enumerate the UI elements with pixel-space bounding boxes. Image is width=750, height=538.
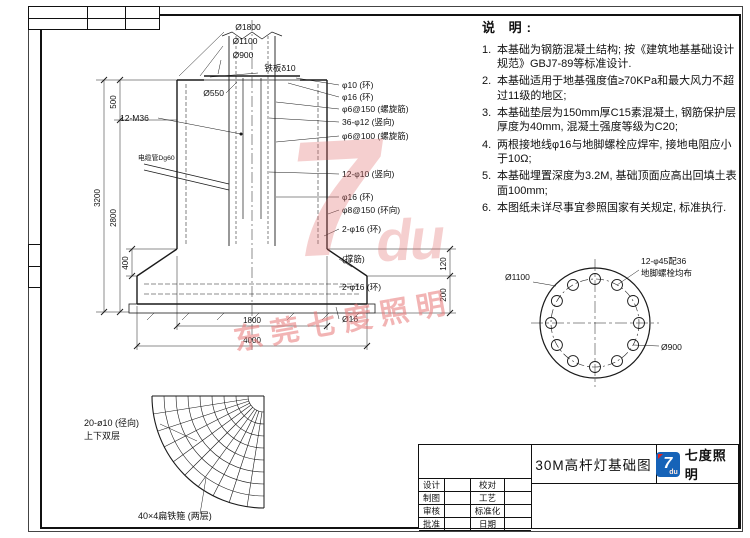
note-number: 6. xyxy=(482,201,492,214)
sig-label-date: 日期 xyxy=(471,518,505,531)
sig-label-draft: 制图 xyxy=(419,492,445,505)
dim-4000: 4000 xyxy=(243,336,261,345)
sig-label-review: 审核 xyxy=(419,505,445,518)
callout-plate: 铁板δ10 xyxy=(264,63,295,73)
note-text: 本基础垫层为150mm厚C15素混凝土, 钢筋保护层厚度为40mm, 混凝土强度… xyxy=(497,107,736,134)
signature-table: 设计 校对 制图 工艺 审核 标准化 批准 日期 xyxy=(419,478,531,531)
callout-anchor-bolts: 12-M36 xyxy=(120,113,149,123)
revision-table xyxy=(28,6,160,30)
dim-500: 500 xyxy=(109,95,118,109)
flange-bolt-note-line2: 地脚螺栓均布 xyxy=(641,268,692,278)
sig-value xyxy=(505,518,531,531)
sig-label-process: 工艺 xyxy=(471,492,505,505)
anchor-bolt-plan-drawing: 12-φ45配36 地脚螺栓均布 Ø1100 Ø900 xyxy=(505,256,692,387)
mesh-linework xyxy=(151,395,265,515)
note-text: 两根接地线φ16与地脚螺栓应焊牢, 接地电阻应小于10Ω; xyxy=(497,138,732,165)
sig-label-approve: 批准 xyxy=(419,518,445,531)
note-item: 6. 本图纸未详尽事宜参照国家有关规定, 标准执行. xyxy=(482,201,740,215)
sig-value xyxy=(505,479,531,492)
note-item: 5. 本基础埋置深度为3.2M, 基础顶面应高出回填土表面100mm; xyxy=(482,169,740,198)
callout-right-0: φ10 (环) xyxy=(342,80,374,90)
callout-right-9: (撑筋) xyxy=(342,254,365,264)
foundation-section-drawing: Ø1800 Ø1100 Ø900 铁板δ10 Ø550 12-M36 电缆管Dg… xyxy=(93,20,456,350)
company-name: 七度照明 xyxy=(684,448,727,482)
mesh-hoop-label: 40×4扁铁箍 (两层) xyxy=(138,510,212,521)
note-item: 4. 两根接地线φ16与地脚螺栓应焊牢, 接地电阻应小于10Ω; xyxy=(482,138,740,167)
note-number: 5. xyxy=(482,170,492,183)
drawing-title: 30M高杆灯基础图 xyxy=(535,458,652,473)
sig-value xyxy=(445,518,471,531)
title-block-divider xyxy=(531,445,532,528)
callout-right-5: 12-φ10 (竖向) xyxy=(342,169,394,179)
callout-d1100: Ø1100 xyxy=(233,36,258,46)
sig-label-standard: 标准化 xyxy=(471,505,505,518)
callout-right-4: φ6@100 (螺旋筋) xyxy=(342,131,409,141)
sig-value xyxy=(445,505,471,518)
mesh-radial-label: 20-ø10 (径向) xyxy=(84,417,139,428)
mesh-layers-label: 上下双层 xyxy=(84,431,120,441)
flange-d900: Ø900 xyxy=(661,342,682,352)
dim-1800: 1800 xyxy=(243,316,261,325)
radial-rebar-mesh-drawing: 20-ø10 (径向) 上下双层 40×4扁铁箍 (两层) xyxy=(84,395,265,521)
flange-bolt-note-line1: 12-φ45配36 xyxy=(641,256,686,266)
callout-right-3: 36-φ12 (竖向) xyxy=(342,117,394,127)
dim-3200: 3200 xyxy=(93,189,102,207)
callout-right-8: 2-φ16 (环) xyxy=(342,224,381,234)
callout-cable-duct: 电缆管Dg60 xyxy=(138,153,175,162)
note-item: 1. 本基础为钢筋混凝土结构; 按《建筑地基基础设计规范》GBJ7-89等标准设计… xyxy=(482,43,740,72)
logo-main: 7 xyxy=(663,455,673,472)
dim-400: 400 xyxy=(121,256,130,270)
sheet-inner-border xyxy=(40,14,741,529)
callout-right-6: φ16 (环) xyxy=(342,192,374,202)
sig-label-check: 校对 xyxy=(471,479,505,492)
notes-heading: 说 明: xyxy=(482,20,536,35)
logo-accent xyxy=(658,453,663,459)
dim-2800: 2800 xyxy=(109,209,118,227)
note-text: 本基础为钢筋混凝土结构; 按《建筑地基基础设计规范》GBJ7-89等标准设计. xyxy=(497,43,735,71)
section-linework xyxy=(128,20,376,350)
notes-panel: 说 明: 1. 本基础为钢筋混凝土结构; 按《建筑地基基础设计规范》GBJ7-89… xyxy=(482,20,740,218)
callout-d900: Ø900 xyxy=(233,50,254,60)
sig-value xyxy=(445,492,471,505)
callout-right-11: Ø16 xyxy=(342,314,358,324)
note-text: 本基础埋置深度为3.2M, 基础顶面应高出回填土表面100mm; xyxy=(497,170,737,197)
dimension-lines xyxy=(96,76,456,350)
sig-value xyxy=(505,492,531,505)
dim-200: 200 xyxy=(439,288,448,302)
callout-right-7: φ8@150 (环向) xyxy=(342,205,400,215)
flange-linework xyxy=(531,259,660,387)
note-number: 2. xyxy=(482,75,492,88)
note-item: 3. 本基础垫层为150mm厚C15素混凝土, 钢筋保护层厚度为40mm, 混凝土… xyxy=(482,106,740,135)
callout-right-2: φ6@150 (螺旋筋) xyxy=(342,104,409,114)
callout-d1800: Ø1800 xyxy=(235,22,261,32)
sig-value xyxy=(505,505,531,518)
callout-right-1: φ16 (环) xyxy=(342,92,374,102)
flange-d1100: Ø1100 xyxy=(505,272,530,282)
callout-d550: Ø550 xyxy=(203,88,224,98)
callout-right-10: 2-φ16 (环) xyxy=(342,282,381,292)
note-text: 本基础适用于地基强度值≥70KPa和最大风力不超过11级的地区; xyxy=(497,75,735,102)
logo-sub: du xyxy=(669,468,678,476)
sig-value xyxy=(445,479,471,492)
note-number: 4. xyxy=(482,138,492,151)
company-logo: 7 du xyxy=(656,451,680,477)
title-block: 30M高杆灯基础图 7 du 七度照明 设计 校对 制图 工艺 审核 标准化 批准 日期 xyxy=(418,444,739,531)
title-block-divider xyxy=(531,483,738,484)
note-item: 2. 本基础适用于地基强度值≥70KPa和最大风力不超过11级的地区; xyxy=(482,74,740,103)
dim-120: 120 xyxy=(439,257,448,271)
sig-label-design: 设计 xyxy=(419,479,445,492)
note-number: 3. xyxy=(482,107,492,120)
leader-lines xyxy=(157,31,360,320)
binding-edge-mark xyxy=(28,244,41,288)
note-number: 1. xyxy=(482,43,492,56)
company-block: 7 du 七度照明 xyxy=(656,445,738,483)
note-text: 本图纸未详尽事宜参照国家有关规定, 标准执行. xyxy=(497,201,727,214)
